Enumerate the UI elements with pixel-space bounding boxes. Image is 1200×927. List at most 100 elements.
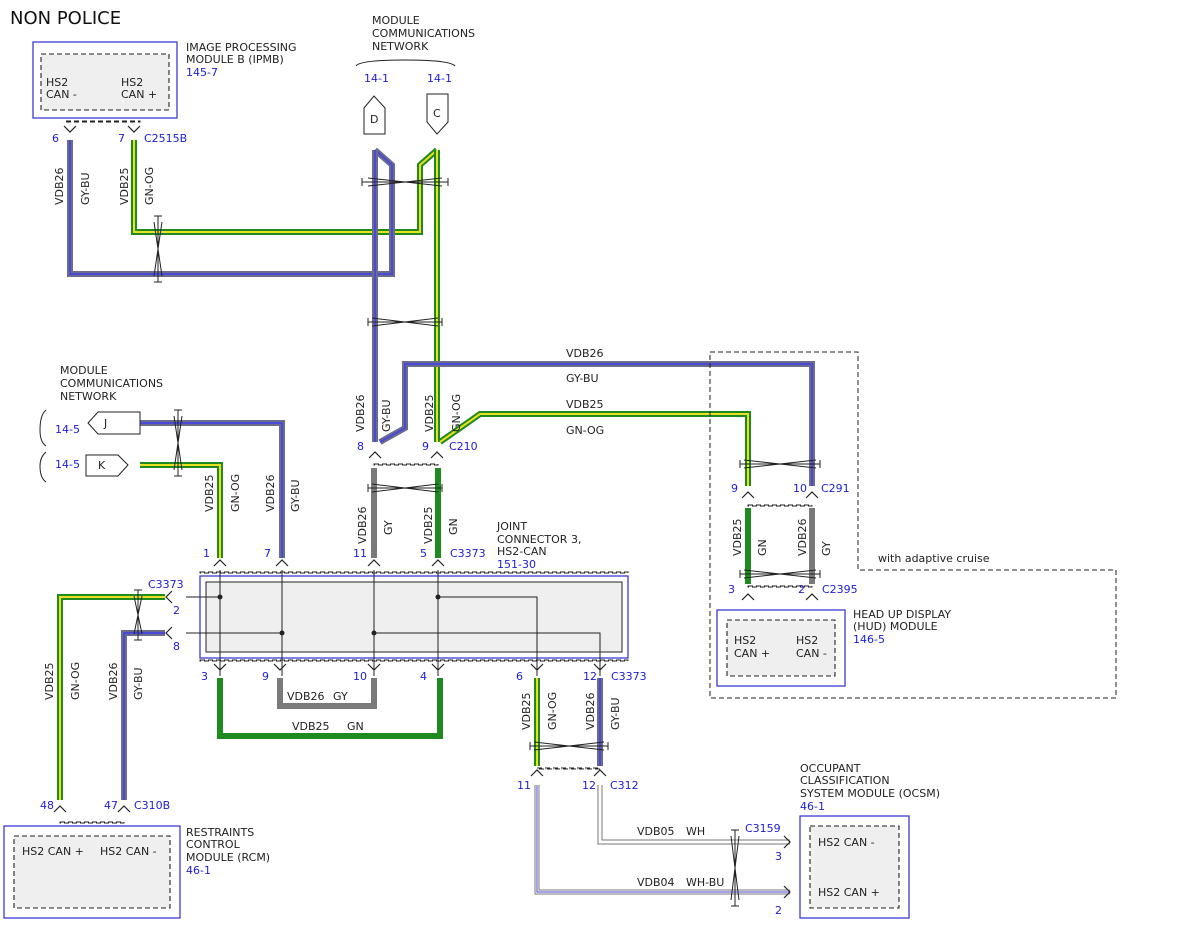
c312-connector xyxy=(536,767,601,770)
ocsm-pin2-label: HS2 CAN + xyxy=(818,886,880,899)
joint-pin2: 2 xyxy=(173,604,180,617)
connector-d[interactable]: D xyxy=(363,95,386,135)
wl-rcm-vdb25: VDB25 xyxy=(43,662,56,700)
wl-c210-vdb26: VDB26 xyxy=(354,394,367,432)
mcn-left-title2: COMMUNICATIONS xyxy=(60,377,163,390)
rcm-pin2-label: HS2 CAN - xyxy=(100,845,157,858)
wl-k-gn-og: GN-OG xyxy=(229,474,242,512)
ocsm-module[interactable]: HS2 CAN - HS2 CAN + xyxy=(799,815,910,919)
c291-pin10: 10 xyxy=(793,482,807,495)
mcn-top-title3: NETWORK xyxy=(372,40,429,53)
wl-c210-gn-og: GN-OG xyxy=(450,394,463,432)
wl-ocsm-vdb04: VDB04 xyxy=(637,876,675,889)
pin-labels: 6 7 C2515B 8 9 C210 1 7 11 5 C3373 C3373… xyxy=(40,132,858,917)
wl-c210l-vdb25: VDB25 xyxy=(422,506,435,544)
wl-c210-gy-bu: GY-BU xyxy=(380,399,393,432)
hud-module[interactable]: HS2 CAN + HS2 CAN - xyxy=(716,609,846,687)
mcn-ref-d[interactable]: 14-1 xyxy=(364,72,389,85)
twist-symbols xyxy=(133,177,821,907)
joint-pin12: 12 xyxy=(583,670,597,683)
c210-pin8: 8 xyxy=(357,440,364,453)
wl-hud-gy-bu: GY-BU xyxy=(566,372,599,385)
joint-pin3: 3 xyxy=(201,670,208,683)
joint-connector-3[interactable] xyxy=(186,570,629,676)
wl-j-gy-bu: GY-BU xyxy=(289,479,302,512)
wire-loop-gy xyxy=(277,678,377,709)
wl-hudv-vdb25: VDB25 xyxy=(731,518,744,556)
connector-k[interactable]: K xyxy=(85,454,129,477)
joint-left-connector-id: C3373 xyxy=(148,578,184,591)
rcm-pin47: 47 xyxy=(104,799,118,812)
connector-c-label: C xyxy=(433,107,441,120)
c310b-connector xyxy=(59,821,125,824)
mcn-ref-c[interactable]: 14-1 xyxy=(427,72,452,85)
wire-joint-rcm-gn-og xyxy=(57,594,165,800)
ocsm-title2: CLASSIFICATION xyxy=(800,774,890,787)
wl-hudv-gn: GN xyxy=(756,539,769,556)
c291-connector xyxy=(747,504,813,507)
wire-joint-rcm-gy-bu xyxy=(121,630,165,800)
hud-title1: HEAD UP DISPLAY xyxy=(853,608,951,621)
wl-c312-vdb26: VDB26 xyxy=(584,692,597,730)
mcn-left-brace-k xyxy=(39,451,47,483)
wire-c210-hud-gy-bu xyxy=(378,361,815,486)
ipmb-title1: IMAGE PROCESSING xyxy=(186,41,297,54)
joint-pin4: 4 xyxy=(420,670,427,683)
wire-c312-ocsm-wh-bu xyxy=(534,785,790,895)
joint-pin6: 6 xyxy=(516,670,523,683)
wl-loop-vdb25: VDB25 xyxy=(292,720,330,733)
wl-ocsm-vdb05: VDB05 xyxy=(637,825,675,838)
pin-arrows xyxy=(53,125,819,899)
ipmb-module[interactable]: HS2 CAN - HS2 CAN + xyxy=(32,41,178,119)
wl-ocsm-wh-bu: WH-BU xyxy=(686,876,724,889)
hud-ref[interactable]: 146-5 xyxy=(853,633,885,646)
mcn-ref-k[interactable]: 14-5 xyxy=(55,458,80,471)
wire-ipmb-gn-og xyxy=(131,140,439,235)
adaptive-cruise-label: with adaptive cruise xyxy=(878,552,990,565)
ipmb-pin2-label2: CAN + xyxy=(121,88,157,101)
mcn-left-brace-j xyxy=(39,409,47,447)
rcm-title1: RESTRAINTS xyxy=(186,826,254,839)
wl-rcm-gn-og: GN-OG xyxy=(69,662,82,700)
ocsm-ref[interactable]: 46-1 xyxy=(800,800,825,813)
ocsm-connector-id: C3159 xyxy=(745,822,781,835)
ipmb-pin2-label1: HS2 xyxy=(121,76,143,89)
connector-c[interactable]: C xyxy=(426,93,449,135)
joint-top-connector-id: C3373 xyxy=(450,547,486,560)
rcm-connector-id: C310B xyxy=(134,799,170,812)
mcn-ref-j[interactable]: 14-5 xyxy=(55,423,80,436)
wl-hud-vdb26: VDB26 xyxy=(566,347,604,360)
mcn-top-brace xyxy=(355,59,456,67)
joint-bottom-connector-id: C3373 xyxy=(611,670,647,683)
rcm-ref[interactable]: 46-1 xyxy=(186,864,211,877)
wl-k-vdb25: VDB25 xyxy=(203,474,216,512)
mcn-left-title1: MODULE xyxy=(60,364,108,377)
rcm-module[interactable]: HS2 CAN + HS2 CAN - xyxy=(3,825,181,919)
c291-connector-id: C291 xyxy=(821,482,850,495)
c210-connector-id: C210 xyxy=(449,440,478,453)
wl-c312-gn-og: GN-OG xyxy=(546,692,559,730)
wl-c210l-gn: GN xyxy=(447,518,460,535)
joint-bottom-connector xyxy=(199,659,629,662)
joint-pin10: 10 xyxy=(353,670,367,683)
wl-ipmb-gn-og: GN-OG xyxy=(143,167,156,205)
rcm-pin1-label: HS2 CAN + xyxy=(22,845,84,858)
wl-hud-vdb25: VDB25 xyxy=(566,398,604,411)
connector-j[interactable]: J xyxy=(87,411,141,435)
c291-pin9: 9 xyxy=(731,482,738,495)
c2395-connector xyxy=(747,585,813,588)
rcm-title3: MODULE (RCM) xyxy=(186,851,270,864)
connector-k-label: K xyxy=(98,459,106,472)
page-title: NON POLICE xyxy=(10,8,121,29)
wl-c312-vdb25: VDB25 xyxy=(520,692,533,730)
ipmb-ref[interactable]: 145-7 xyxy=(186,66,218,79)
wire-c210-hud-gn-og xyxy=(438,411,751,486)
hud-pin1-label2: CAN + xyxy=(734,647,770,660)
rcm-title2: CONTROL xyxy=(186,838,241,851)
wl-loop-gy: GY xyxy=(333,690,348,703)
hud-connector-id: C2395 xyxy=(822,583,858,596)
hud-title2: (HUD) MODULE xyxy=(853,620,938,633)
joint-pin9: 9 xyxy=(262,670,269,683)
c210-connector xyxy=(373,463,439,466)
joint-ref[interactable]: 151-30 xyxy=(497,558,536,571)
